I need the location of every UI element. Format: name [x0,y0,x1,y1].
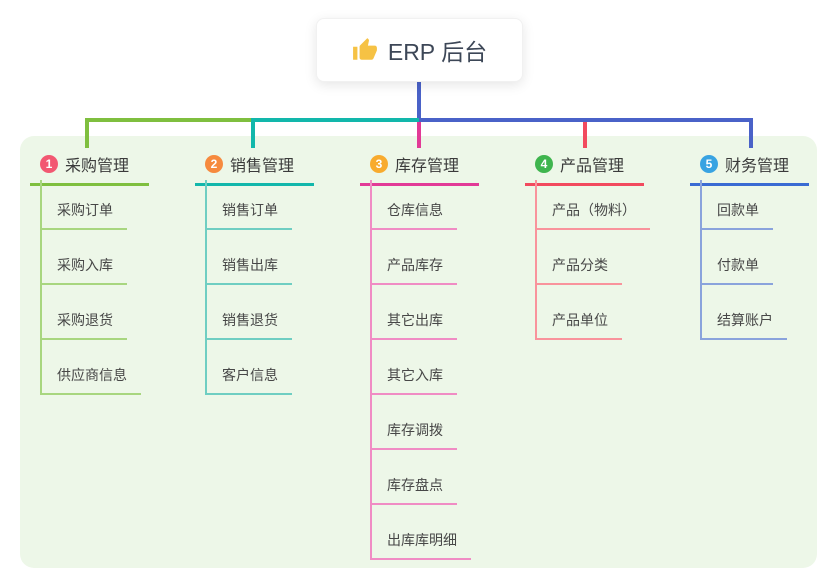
branch-number-badge: 2 [205,155,223,173]
child-node[interactable]: 库存盘点 [370,475,457,505]
child-node[interactable]: 采购入库 [40,255,127,285]
branch-label: 产品管理 [560,158,625,175]
branch-label: 采购管理 [65,158,130,175]
branch-number-badge: 5 [700,155,718,173]
branch-node-inventory[interactable]: 3 库存管理 [360,152,480,186]
child-node[interactable]: 仓库信息 [370,200,457,230]
child-node[interactable]: 采购退货 [40,310,127,340]
children-connector-line [535,180,537,340]
child-node[interactable]: 回款单 [700,200,773,230]
drop-connector-procurement [85,122,89,148]
thumbs-up-icon [352,37,378,63]
children-connector-line [40,180,42,395]
child-node[interactable]: 客户信息 [205,365,292,395]
child-node[interactable]: 销售订单 [205,200,292,230]
drop-connector-finance [749,122,753,148]
child-node[interactable]: 销售出库 [205,255,292,285]
children-connector-line [205,180,207,395]
trunk-segment-green [85,118,251,122]
child-node[interactable]: 出库库明细 [370,530,471,560]
branch-number-badge: 3 [370,155,388,173]
branch-node-product[interactable]: 4 产品管理 [525,152,645,186]
child-node[interactable]: 产品（物料） [535,200,650,230]
child-node[interactable]: 产品分类 [535,255,622,285]
branch-label: 库存管理 [395,158,460,175]
root-label: ERP 后台 [387,39,488,65]
branch-node-sales[interactable]: 2 销售管理 [195,152,315,186]
branch-label: 财务管理 [725,158,790,175]
child-node[interactable]: 产品单位 [535,310,622,340]
child-node[interactable]: 供应商信息 [40,365,141,395]
children-connector-line [370,180,372,560]
drop-connector-product [583,122,587,148]
child-node[interactable]: 产品库存 [370,255,457,285]
drop-connector-sales [251,122,255,148]
drop-connector-inventory [417,122,421,148]
canvas-panel [20,136,817,568]
branch-label: 销售管理 [230,158,295,175]
trunk-segment-blue [419,118,753,122]
child-node[interactable]: 其它出库 [370,310,457,340]
child-node[interactable]: 库存调拨 [370,420,457,450]
branch-number-badge: 1 [40,155,58,173]
child-node[interactable]: 结算账户 [700,310,787,340]
root-node[interactable]: ERP 后台 [316,18,523,82]
branch-node-procurement[interactable]: 1 采购管理 [30,152,150,186]
children-connector-line [700,180,702,340]
trunk-segment-teal [251,118,419,122]
child-node[interactable]: 销售退货 [205,310,292,340]
root-connector [417,82,421,118]
branch-number-badge: 4 [535,155,553,173]
child-node[interactable]: 付款单 [700,255,773,285]
child-node[interactable]: 采购订单 [40,200,127,230]
branch-node-finance[interactable]: 5 财务管理 [690,152,810,186]
child-node[interactable]: 其它入库 [370,365,457,395]
